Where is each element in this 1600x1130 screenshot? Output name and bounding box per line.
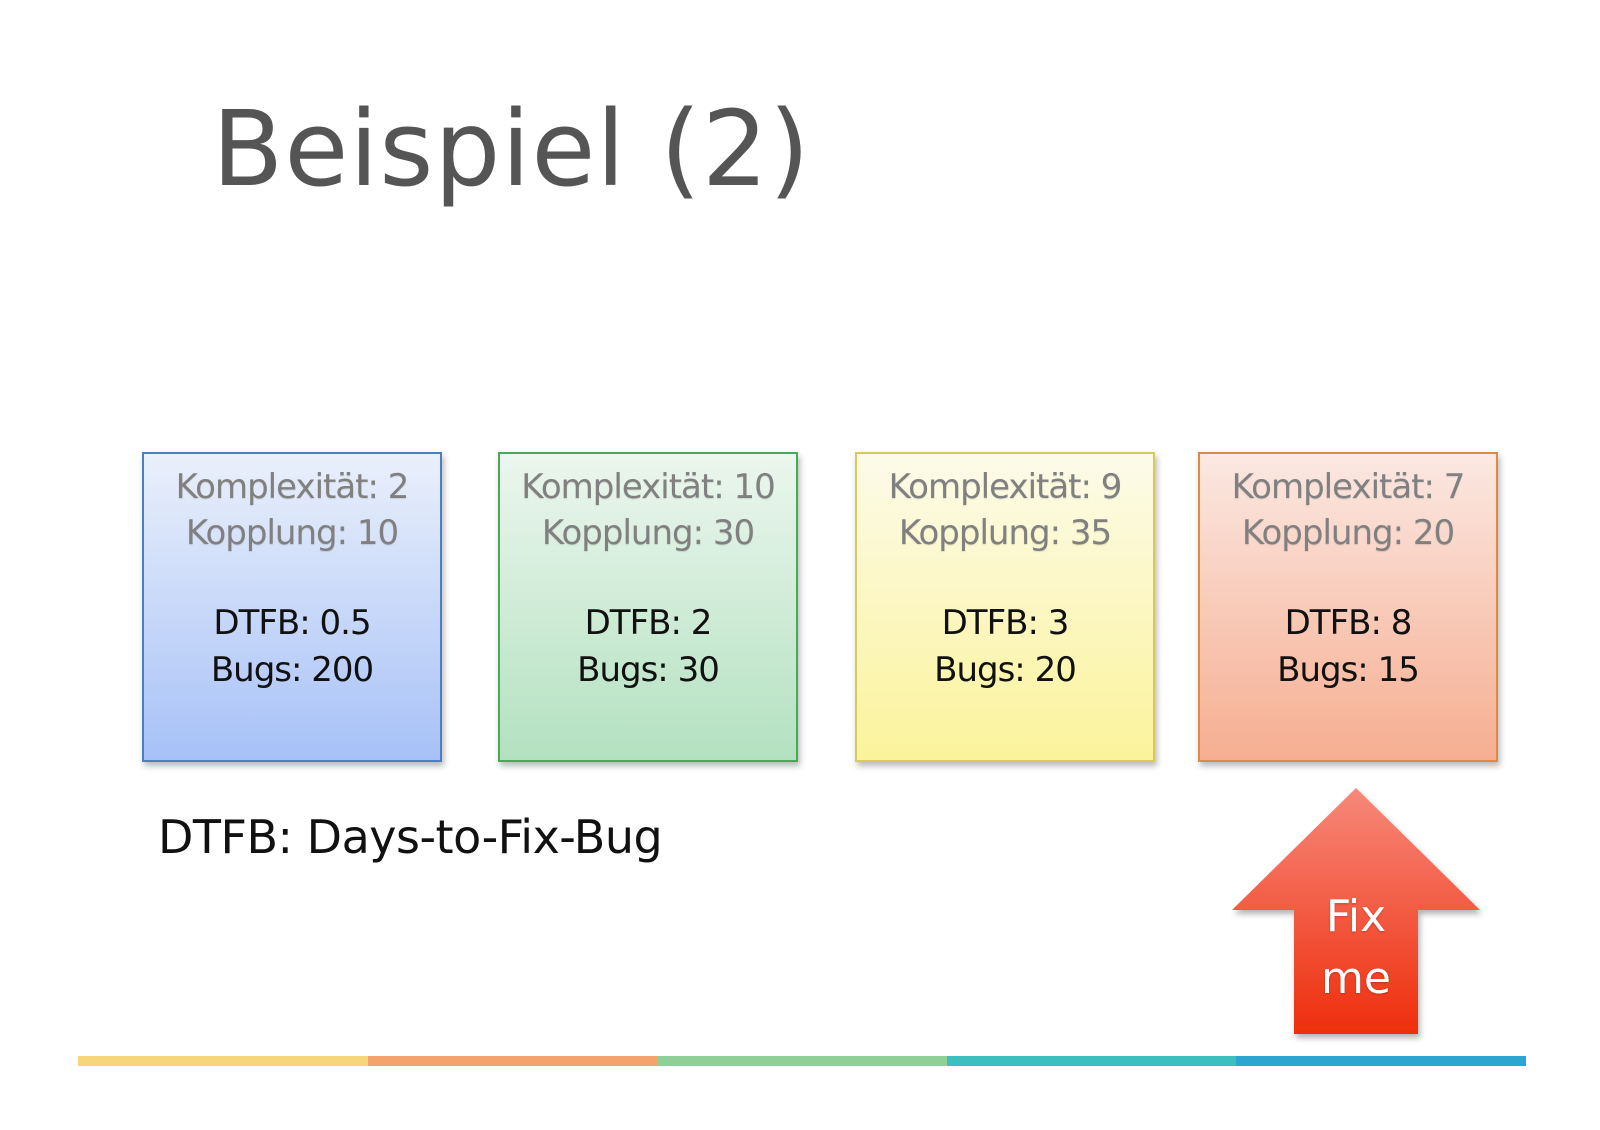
footer-segment [78, 1056, 368, 1066]
komplexitaet-label: Komplexität: 9 [888, 467, 1123, 507]
komplexitaet-label: Komplexität: 10 [521, 467, 775, 507]
footer-color-bar [78, 1056, 1526, 1066]
dtfb-label: DTFB: 0.5 [213, 603, 371, 643]
kopplung-label: Kopplung: 10 [185, 513, 399, 553]
kopplung-label: Kopplung: 20 [1241, 513, 1455, 553]
metric-card-4: Komplexität: 7 Kopplung: 20 DTFB: 8 Bugs… [1198, 452, 1498, 762]
footer-segment [657, 1056, 947, 1066]
footer-segment [946, 1056, 1237, 1066]
footer-segment [367, 1056, 658, 1066]
bugs-label: Bugs: 30 [577, 650, 720, 690]
slide-title: Beispiel (2) [212, 88, 811, 210]
metric-card-2: Komplexität: 10 Kopplung: 30 DTFB: 2 Bug… [498, 452, 798, 762]
dtfb-label: DTFB: 3 [941, 603, 1070, 643]
bugs-label: Bugs: 20 [934, 650, 1077, 690]
bugs-label: Bugs: 15 [1277, 650, 1420, 690]
kopplung-label: Kopplung: 35 [898, 513, 1112, 553]
dtfb-label: DTFB: 8 [1284, 603, 1413, 643]
arrow-label-line1: Fix [1325, 891, 1387, 942]
dtfb-legend: DTFB: Days-to-Fix-Bug [158, 810, 663, 864]
metric-card-1: Komplexität: 2 Kopplung: 10 DTFB: 0.5 Bu… [142, 452, 442, 762]
dtfb-label: DTFB: 2 [584, 603, 713, 643]
fix-me-arrow: Fix me [1230, 786, 1482, 1036]
komplexitaet-label: Komplexität: 7 [1231, 467, 1466, 507]
kopplung-label: Kopplung: 30 [541, 513, 755, 553]
footer-segment [1236, 1056, 1526, 1066]
komplexitaet-label: Komplexität: 2 [175, 467, 410, 507]
bugs-label: Bugs: 200 [210, 650, 374, 690]
metric-card-3: Komplexität: 9 Kopplung: 35 DTFB: 3 Bugs… [855, 452, 1155, 762]
up-arrow-icon [1232, 788, 1480, 1034]
arrow-label-line2: me [1321, 953, 1391, 1004]
